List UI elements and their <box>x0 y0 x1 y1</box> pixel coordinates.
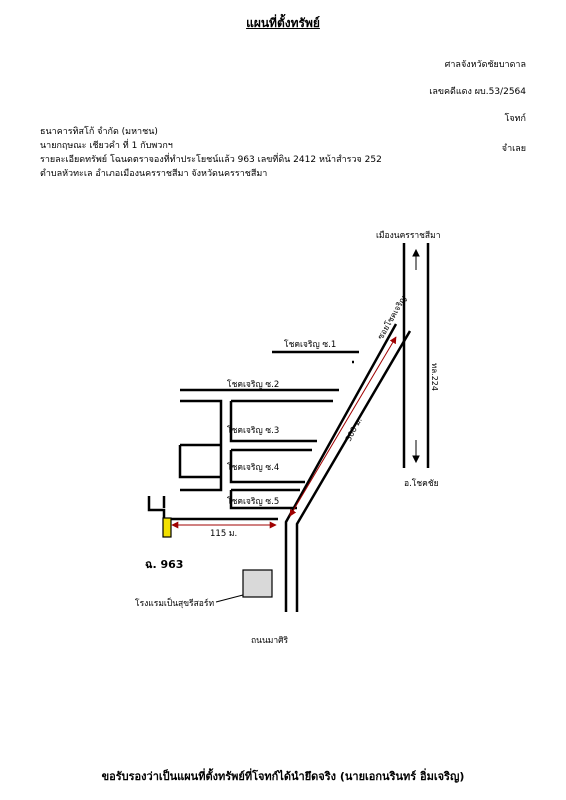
distance-arrow-300m <box>289 336 397 517</box>
property-location: ตำบลหัวทะเล อำเภอเมืองนครราชสีมา จังหวัด… <box>40 169 268 179</box>
soi-3-label: โชคเจริญ ซ.3 <box>227 425 279 436</box>
parcel-label: ฉ. 963 <box>145 558 183 571</box>
plaintiff-label: โจทก์ <box>504 114 527 124</box>
north-destination-label: เมืองนครราชสีมา <box>376 230 441 241</box>
south-destination-label: อ.โชคชัย <box>404 478 439 489</box>
soi-5-label: โชคเจริญ ซ.5 <box>227 496 279 507</box>
soi-4-label: โชคเจริญ ซ.4 <box>227 462 279 473</box>
case-number: เลขคดีแดง ผบ.53/2564 <box>429 87 526 97</box>
defendant-label: จำเลย <box>501 144 526 154</box>
soi-4-road <box>178 443 312 484</box>
highway-224 <box>402 243 430 468</box>
direction-arrows <box>412 248 420 464</box>
soi-1-road <box>272 350 359 364</box>
road-label: ถนนมาศิริ <box>251 636 289 646</box>
hotel-pointer-line <box>215 594 244 603</box>
distance-115m-label: 115 ม. <box>210 529 237 539</box>
defendant-name: นายกฤษณะ เชียวคำ ที่ 1 กับพวกฯ <box>40 141 173 151</box>
page-title: แผนที่ตั้งทรัพย์ <box>246 16 320 30</box>
hotel-building <box>242 569 273 598</box>
soi-5-road <box>147 488 300 521</box>
court-name: ศาลจังหวัดชัยบาดาล <box>444 60 526 70</box>
soi-1-label: โชคเจริญ ซ.1 <box>284 339 336 350</box>
certification-footer: ขอรับรองว่าเป็นแผนที่ตั้งทรัพย์ที่โจทก์ไ… <box>101 770 465 783</box>
highway-label: ทล.224 <box>430 363 439 391</box>
plaintiff-name: ธนาคารทิสโก้ จำกัด (มหาชน) <box>40 127 158 137</box>
soi-2-label: โชคเจริญ ซ.2 <box>227 379 279 390</box>
parcel-963-marker <box>162 517 172 538</box>
main-soi-road <box>284 323 412 612</box>
hotel-label: โรงแรมเป็นสุขรีสอร์ท <box>135 597 214 609</box>
property-detail: รายละเอียดทรัพย์ โฉนดตราจองที่ทำประโยชน์… <box>40 155 382 165</box>
